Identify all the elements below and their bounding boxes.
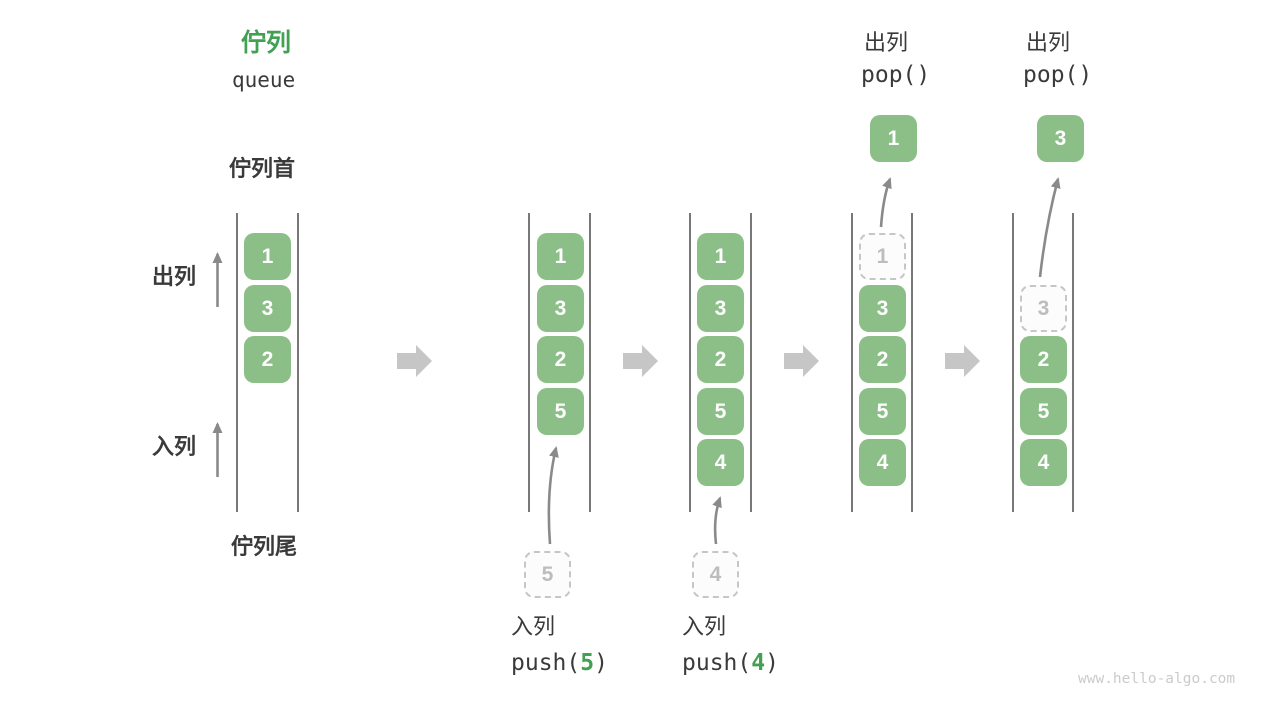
queue-element: 5 — [537, 388, 584, 435]
code-text: push( — [511, 650, 581, 676]
queue-element: 5 — [697, 388, 744, 435]
enqueue-op-label: 入列 — [511, 614, 556, 639]
queue-element: 4 — [697, 439, 744, 486]
queue-element: 3 — [537, 285, 584, 332]
queue-element: 2 — [537, 336, 584, 383]
incoming-element-ghost: 5 — [524, 551, 571, 598]
queue-rear-label: 佇列尾 — [231, 534, 298, 559]
code-arg: 5 — [580, 650, 595, 676]
queue-element: 5 — [1020, 388, 1067, 435]
queue-element: 3 — [859, 285, 906, 332]
diagram-title-zh: 佇列 — [241, 29, 292, 57]
queue-element: 1 — [244, 233, 291, 280]
queue-element-ghost: 3 — [1020, 285, 1067, 332]
queue-element: 2 — [859, 336, 906, 383]
code-arg: 4 — [751, 650, 766, 676]
step-arrow-icons — [397, 345, 980, 377]
enqueue-op-label: 入列 — [682, 614, 727, 639]
dequeue-op-label: 出列 — [1026, 30, 1071, 55]
queue-element: 1 — [537, 233, 584, 280]
popped-element: 3 — [1037, 115, 1084, 162]
enqueue-side-label: 入列 — [152, 434, 197, 459]
queue-element: 5 — [859, 388, 906, 435]
queue-element: 3 — [697, 285, 744, 332]
pop-1-arrow-icon — [879, 177, 892, 228]
queue-element: 2 — [1020, 336, 1067, 383]
queue-element: 4 — [859, 439, 906, 486]
pop-code-label: pop() — [861, 62, 931, 88]
queue-element: 2 — [244, 336, 291, 383]
push-5-arrow-icon — [547, 446, 559, 545]
dequeue-side-label: 出列 — [152, 264, 197, 289]
diagram-title-en: queue — [232, 68, 296, 92]
pop-3-arrow-icon — [1038, 177, 1061, 278]
code-text: ) — [765, 650, 779, 676]
queue-walls — [236, 213, 1074, 512]
watermark: www.hello-algo.com — [1078, 671, 1236, 687]
incoming-element-ghost: 4 — [692, 551, 739, 598]
queue-element: 2 — [697, 336, 744, 383]
queue-element: 4 — [1020, 439, 1067, 486]
dequeue-op-label: 出列 — [864, 30, 909, 55]
queue-element-ghost: 1 — [859, 233, 906, 280]
queue-front-label: 佇列首 — [229, 156, 296, 181]
push-4-arrow-icon — [712, 496, 722, 545]
queue-element: 1 — [697, 233, 744, 280]
code-text: ) — [594, 650, 608, 676]
push-5-code-label: push(5) — [511, 650, 608, 676]
code-text: push( — [682, 650, 752, 676]
push-4-code-label: push(4) — [682, 650, 779, 676]
pop-code-label: pop() — [1023, 62, 1093, 88]
popped-element: 1 — [870, 115, 917, 162]
queue-element: 3 — [244, 285, 291, 332]
